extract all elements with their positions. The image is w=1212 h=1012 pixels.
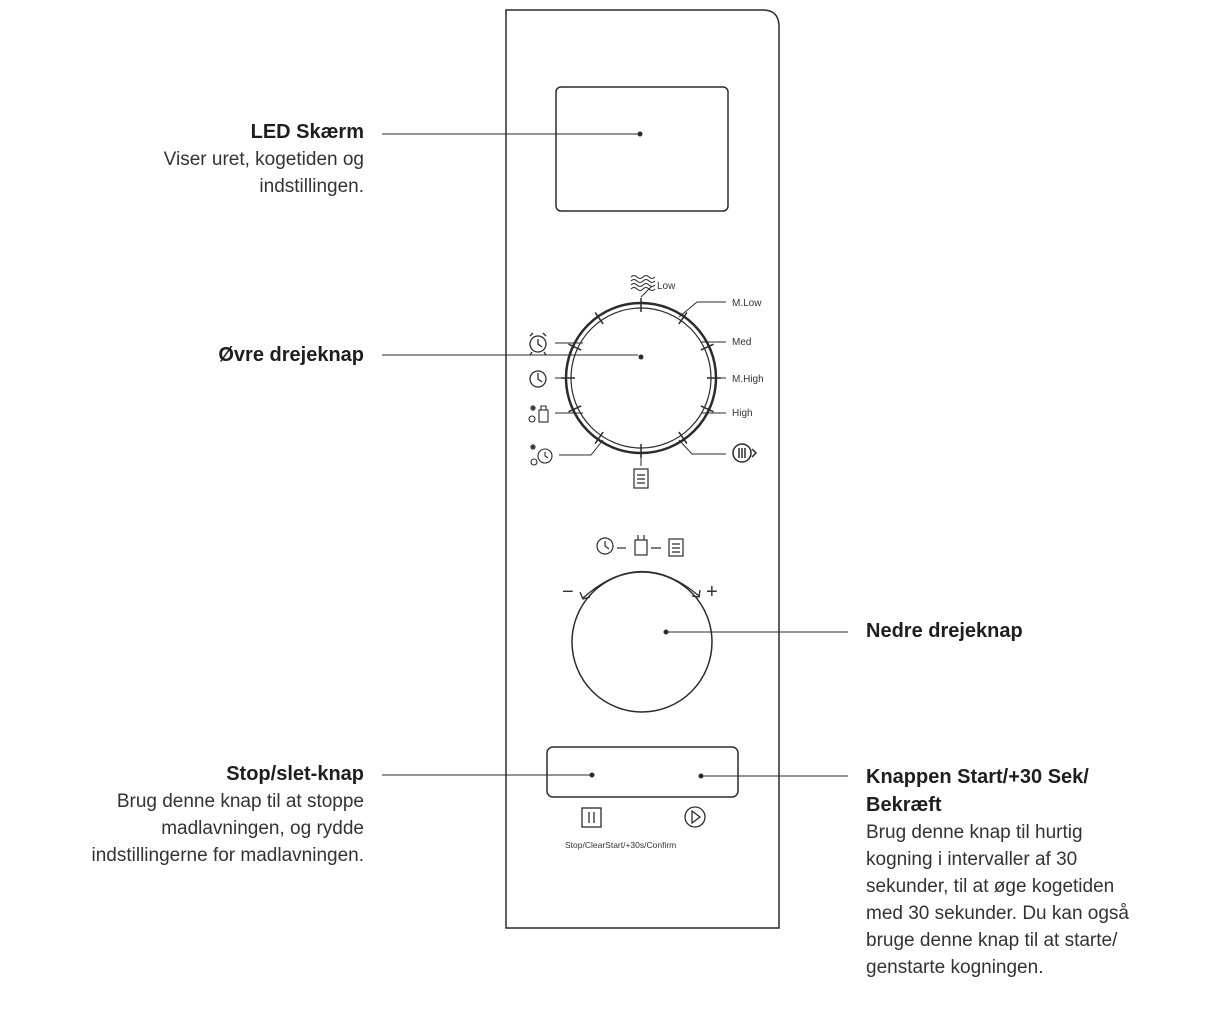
led-label-desc-line-2: indstillingen. (259, 176, 364, 197)
upper-dial-inner-ring (570, 307, 712, 449)
lower-knob-label: Nedre drejeknap (866, 617, 1023, 645)
upper-dial-ticks (561, 298, 721, 458)
lower-knob-label-title: Nedre drejeknap (866, 620, 1023, 642)
upper-dial-outer-ring (564, 301, 718, 455)
upper-knob-label: Øvre drejeknap (218, 341, 364, 369)
function-leaders-left (555, 342, 604, 456)
upper-knob-label-title: Øvre drejeknap (218, 344, 364, 366)
lower-dial-center-dot (663, 629, 669, 635)
play-icon (684, 806, 706, 828)
upper-dial-tick (568, 343, 582, 351)
start-button-dot (698, 773, 704, 779)
led-label: LED Skærm Viser uret, kogetiden og indst… (164, 118, 364, 200)
stop-label-desc-line-1: Brug denne knap til at stoppe (116, 791, 364, 812)
power-level-low: Low (657, 281, 676, 292)
start-label-title-line-1: Knappen Start/+30 Sek/ (866, 766, 1089, 788)
upper-dial-tick (594, 431, 604, 444)
auto-weight-defrost-icon (528, 405, 549, 423)
lower-dial-plus: + (706, 581, 718, 603)
led-label-title: LED Skærm (250, 121, 364, 143)
button-caption: Stop/ClearStart/+30s/Confirm (565, 840, 676, 850)
lower-dial-knob (571, 571, 713, 713)
upper-dial (561, 298, 721, 458)
power-level-high: High (732, 408, 753, 419)
upper-dial-center-dot (638, 354, 644, 360)
upper-dial-tick (700, 343, 714, 351)
defrost-waves-icon (630, 275, 656, 291)
led-label-desc-line-1: Viser uret, kogetiden og (163, 149, 364, 170)
stop-label-desc-line-2: madlavningen, og rydde (161, 818, 364, 839)
led-screen-dot (637, 131, 643, 137)
upper-dial-tick (568, 405, 582, 413)
upper-dial-tick (700, 405, 714, 413)
power-level-leaders (640, 285, 726, 455)
start-button-label: Knappen Start/+30 Sek/ Bekræft Brug denn… (866, 763, 1129, 981)
start-label-desc-line-4: med 30 sekunder. Du kan også (866, 903, 1130, 924)
alarm-clock-icon (529, 332, 547, 356)
power-level-mlow: M.Low (732, 298, 762, 309)
upper-dial-tick (678, 312, 688, 325)
stop-button-dot (589, 772, 595, 778)
upper-dial-tick (678, 431, 688, 444)
start-label-desc-line-5: bruge denne knap til at starte/ (866, 930, 1118, 951)
start-label-title-line-2: Bekræft (866, 794, 942, 816)
stop-label-desc-line-3: indstillingerne for madlavningen. (91, 845, 365, 866)
start-label-desc-line-1: Brug denne knap til hurtig (866, 822, 1083, 843)
lower-dial-function-icons (596, 535, 684, 557)
lower-dial-minus: − (562, 581, 574, 603)
stop-label-title: Stop/slet-knap (226, 763, 364, 785)
power-level-med: Med (732, 337, 751, 348)
time-defrost-icon (530, 444, 553, 466)
control-panel-outline (505, 9, 780, 929)
upper-dial-tick (594, 312, 604, 325)
start-label-desc-line-2: kogning i intervaller af 30 (866, 849, 1078, 870)
start-label-desc-line-3: sekunder, til at øge kogetiden (866, 876, 1115, 897)
pause-icon (581, 807, 602, 828)
stop-button-label: Stop/slet-knap Brug denne knap til at st… (92, 760, 365, 869)
button-bar (546, 746, 739, 798)
power-level-mhigh: M.High (732, 374, 764, 385)
clock-icon (529, 370, 547, 388)
menu-icon (633, 468, 649, 489)
led-screen (555, 86, 729, 212)
start-label-desc-line-6: genstarte kogningen. (866, 957, 1044, 978)
grill-icon (732, 443, 758, 463)
